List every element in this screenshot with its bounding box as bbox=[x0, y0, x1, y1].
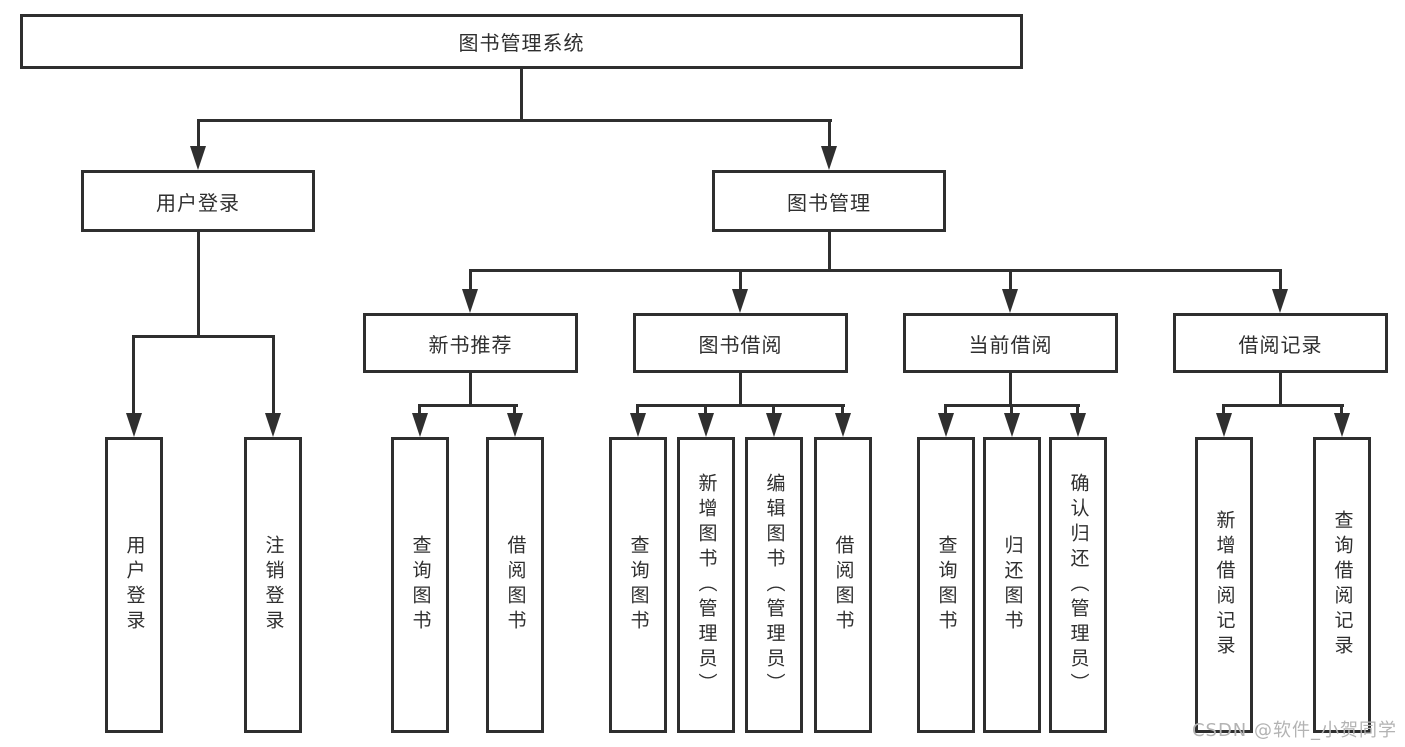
connector-line bbox=[132, 335, 135, 415]
connector-line bbox=[1009, 269, 1012, 291]
arrow-down-icon bbox=[766, 413, 782, 437]
connector-line bbox=[272, 335, 275, 415]
arrow-down-icon bbox=[265, 413, 281, 437]
connector-line bbox=[469, 269, 472, 291]
connector-line bbox=[197, 119, 200, 151]
connector-line bbox=[469, 372, 472, 406]
connector-line bbox=[418, 404, 518, 407]
arrow-down-icon bbox=[462, 289, 478, 313]
connector-line bbox=[1010, 404, 1013, 415]
arrow-down-icon bbox=[1272, 289, 1288, 313]
arrow-down-icon bbox=[630, 413, 646, 437]
arrow-down-icon bbox=[126, 413, 142, 437]
leaf-logout-label: 注销登录 bbox=[262, 535, 285, 635]
csdn-watermark: CSDN @软件_小贺同学 bbox=[1191, 720, 1397, 741]
connector-line bbox=[636, 404, 639, 415]
connector-line bbox=[469, 269, 1282, 272]
connector-line bbox=[1222, 404, 1225, 415]
leaf-user-login-label: 用户登录 bbox=[123, 535, 146, 635]
node-new-book-recommend-label: 新书推荐 bbox=[428, 332, 513, 357]
connector-line bbox=[828, 231, 831, 271]
connector-line bbox=[1279, 372, 1282, 406]
leaf-bb-query-books: 查询图书 bbox=[609, 437, 667, 733]
leaf-bb-add-books-admin: 新增图书（管理员） bbox=[677, 437, 735, 733]
arrow-down-icon bbox=[1070, 413, 1086, 437]
leaf-cb-return-books-label: 归还图书 bbox=[1001, 535, 1024, 635]
connector-line bbox=[636, 404, 845, 407]
arrow-down-icon bbox=[1216, 413, 1232, 437]
connector-line bbox=[944, 404, 947, 415]
leaf-nb-query-books: 查询图书 bbox=[391, 437, 449, 733]
leaf-user-login: 用户登录 bbox=[105, 437, 163, 733]
arrow-down-icon bbox=[732, 289, 748, 313]
leaf-cb-confirm-return-admin-label: 确认归还（管理员） bbox=[1067, 472, 1090, 698]
arrow-down-icon bbox=[1334, 413, 1350, 437]
node-book-management-label: 图书管理 bbox=[787, 190, 871, 215]
leaf-cb-query-books: 查询图书 bbox=[917, 437, 975, 733]
connector-line bbox=[197, 119, 832, 122]
arrow-down-icon bbox=[412, 413, 428, 437]
leaf-br-query-record: 查询借阅记录 bbox=[1313, 437, 1371, 733]
node-current-borrow-label: 当前借阅 bbox=[968, 332, 1053, 357]
arrow-down-icon bbox=[835, 413, 851, 437]
connector-line bbox=[520, 68, 523, 121]
connector-line bbox=[1279, 269, 1282, 291]
connector-line bbox=[772, 404, 775, 415]
connector-line bbox=[841, 404, 844, 415]
connector-line bbox=[132, 335, 275, 338]
connector-line bbox=[513, 404, 516, 415]
leaf-bb-add-books-admin-label: 新增图书（管理员） bbox=[695, 472, 718, 698]
connector-line bbox=[1009, 372, 1012, 406]
leaf-nb-borrow-books-label: 借阅图书 bbox=[504, 535, 527, 635]
connector-line bbox=[1340, 404, 1343, 415]
connector-line bbox=[704, 404, 707, 415]
leaf-logout: 注销登录 bbox=[244, 437, 302, 733]
arrow-down-icon bbox=[938, 413, 954, 437]
leaf-br-add-record-label: 新增借阅记录 bbox=[1213, 510, 1236, 660]
node-user-login-label: 用户登录 bbox=[156, 190, 240, 215]
leaf-nb-query-books-label: 查询图书 bbox=[409, 535, 432, 635]
leaf-bb-borrow-books-label: 借阅图书 bbox=[832, 535, 855, 635]
leaf-cb-return-books: 归还图书 bbox=[983, 437, 1041, 733]
leaf-br-add-record: 新增借阅记录 bbox=[1195, 437, 1253, 733]
leaf-nb-borrow-books: 借阅图书 bbox=[486, 437, 544, 733]
connector-line bbox=[739, 372, 742, 406]
node-root-label: 图书管理系统 bbox=[458, 31, 585, 55]
node-borrow-records: 借阅记录 bbox=[1173, 313, 1388, 373]
node-new-book-recommend: 新书推荐 bbox=[363, 313, 578, 373]
leaf-bb-query-books-label: 查询图书 bbox=[627, 535, 650, 635]
leaf-bb-edit-books-admin: 编辑图书（管理员） bbox=[745, 437, 803, 733]
arrow-down-icon bbox=[1002, 289, 1018, 313]
node-book-borrow-label: 图书借阅 bbox=[698, 332, 783, 357]
arrow-down-icon bbox=[190, 146, 206, 170]
connector-line bbox=[739, 269, 742, 291]
leaf-br-query-record-label: 查询借阅记录 bbox=[1331, 510, 1354, 660]
leaf-cb-query-books-label: 查询图书 bbox=[935, 535, 958, 635]
arrow-down-icon bbox=[821, 146, 837, 170]
arrow-down-icon bbox=[507, 413, 523, 437]
node-user-login: 用户登录 bbox=[81, 170, 315, 232]
leaf-cb-confirm-return-admin: 确认归还（管理员） bbox=[1049, 437, 1107, 733]
connector-line bbox=[197, 231, 200, 337]
node-book-borrow: 图书借阅 bbox=[633, 313, 848, 373]
leaf-bb-edit-books-admin-label: 编辑图书（管理员） bbox=[763, 472, 786, 698]
connector-line bbox=[828, 119, 831, 151]
connector-line bbox=[1076, 404, 1079, 415]
arrow-down-icon bbox=[1004, 413, 1020, 437]
node-book-management: 图书管理 bbox=[712, 170, 946, 232]
node-root: 图书管理系统 bbox=[20, 14, 1023, 69]
node-borrow-records-label: 借阅记录 bbox=[1238, 332, 1323, 357]
connector-line bbox=[1222, 404, 1344, 407]
node-current-borrow: 当前借阅 bbox=[903, 313, 1118, 373]
arrow-down-icon bbox=[698, 413, 714, 437]
leaf-bb-borrow-books: 借阅图书 bbox=[814, 437, 872, 733]
connector-line bbox=[418, 404, 421, 415]
